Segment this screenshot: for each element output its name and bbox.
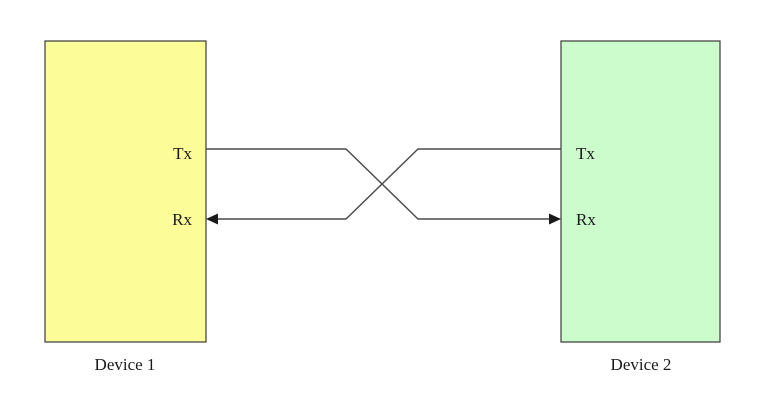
device-2-rx-label: Rx bbox=[576, 210, 596, 229]
device-1-rx-label: Rx bbox=[172, 210, 192, 229]
device-1-box bbox=[44, 40, 207, 343]
arrowhead-into-device-1-rx bbox=[206, 213, 218, 225]
device-2-box bbox=[560, 40, 721, 343]
wire-tx2-to-rx1 bbox=[216, 148, 561, 220]
device-2-caption: Device 2 bbox=[611, 355, 672, 374]
device-1-tx-label: Tx bbox=[173, 144, 192, 163]
wire-tx1-to-rx2 bbox=[206, 148, 551, 220]
device-1-caption: Device 1 bbox=[95, 355, 156, 374]
device-2-tx-label: Tx bbox=[576, 144, 595, 163]
arrowhead-into-device-2-rx bbox=[549, 213, 561, 225]
